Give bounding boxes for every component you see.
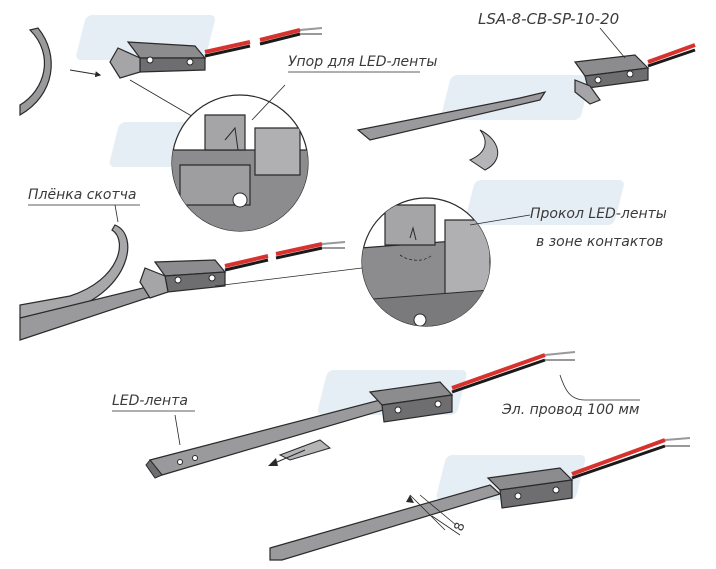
tape-peel-top-right — [468, 129, 499, 171]
label-led-strip: LED-лента — [112, 393, 188, 409]
label-tape-film: Плёнка скотча — [28, 187, 136, 203]
label-wire: Эл. провод 100 мм — [501, 402, 640, 418]
wire-pair-1 — [204, 27, 323, 58]
strip-width — [269, 484, 502, 561]
connector-assembled — [368, 381, 454, 423]
model-code: LSA-8-CB-SP-10-20 — [478, 10, 619, 28]
zoom-leader-1 — [129, 79, 196, 119]
wire-pair-2 — [647, 43, 696, 68]
dimension-lines — [406, 494, 461, 536]
panel-strip-insertion — [19, 27, 323, 119]
insertion-arrow — [69, 69, 102, 78]
label-pierce-2: в зоне контактов — [536, 234, 663, 250]
connector-small-1 — [109, 41, 207, 79]
connector-small-3 — [139, 259, 227, 299]
zoom-leader-2 — [214, 267, 363, 287]
zoom-detail-piercing — [361, 197, 531, 327]
connector-small-2 — [573, 54, 650, 105]
panel-width — [269, 437, 691, 561]
connector-width — [486, 467, 574, 509]
zoom-detail-strip-stop — [171, 84, 309, 232]
label-strip-stop: Упор для LED-ленты — [288, 54, 438, 70]
wire-pair-5 — [571, 437, 691, 480]
strip-top-right — [356, 91, 547, 141]
wire-pair-4 — [451, 351, 576, 394]
wire-pair-3 — [224, 241, 346, 272]
strip-end-curled — [19, 27, 52, 117]
panel-model — [356, 27, 696, 171]
label-pierce-1: Прокол LED-ленты — [530, 206, 667, 222]
panel-tape-film — [19, 224, 363, 341]
panel-assembled — [145, 351, 640, 479]
